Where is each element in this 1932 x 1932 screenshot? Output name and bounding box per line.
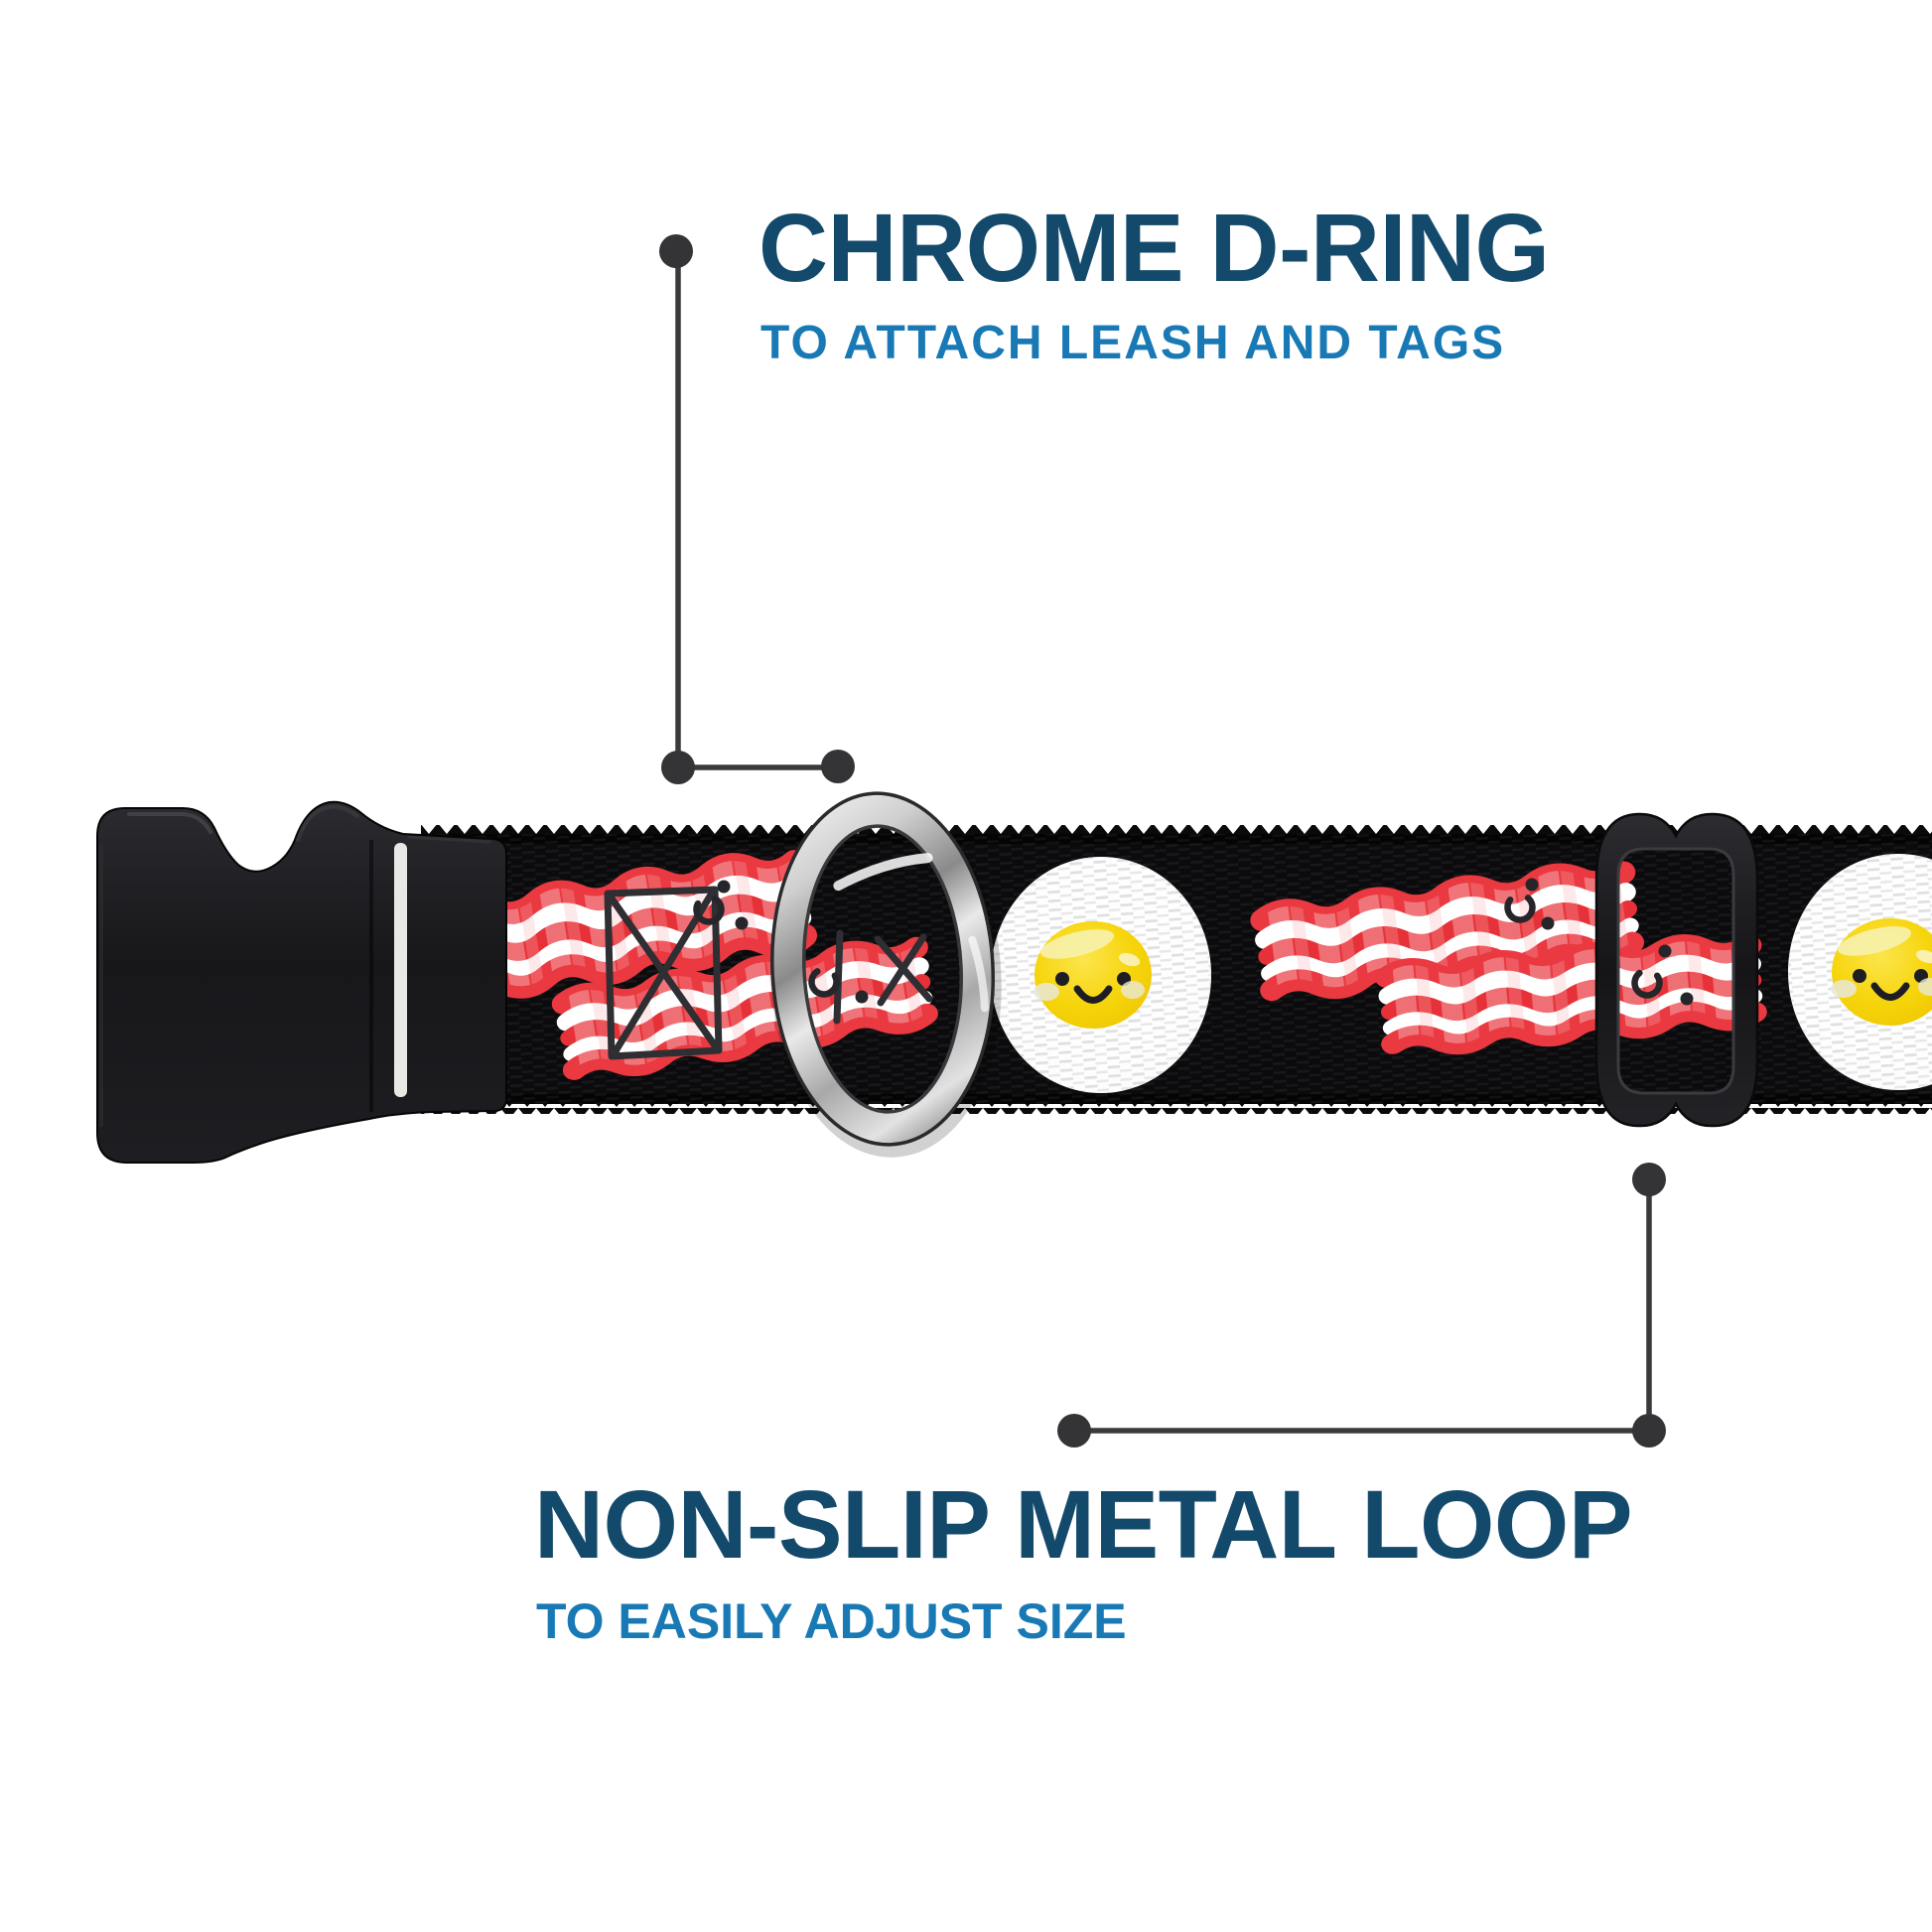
- callout-top-dot-end: [821, 750, 855, 783]
- chrome-d-ring: [730, 791, 1035, 1158]
- callout-bottom-title: NON-SLIP METAL LOOP: [534, 1470, 1633, 1579]
- callout-bottom-subtitle: TO EASILY ADJUST SIZE: [536, 1593, 1127, 1649]
- side-release-buckle: [96, 800, 507, 1164]
- callout-bottom-dot-start: [1632, 1163, 1666, 1196]
- bacon-pair-left: [441, 836, 933, 1087]
- bacon-face-left-top: [692, 880, 749, 930]
- callout-top-subtitle: TO ATTACH LEASH AND TAGS: [760, 317, 1506, 369]
- bacon-face-left-bottom: [807, 965, 869, 1004]
- bacon-face-right-top: [1502, 878, 1555, 930]
- callout-bottom-dot-corner: [1632, 1414, 1666, 1448]
- callout-top-dot-corner: [661, 751, 695, 784]
- collar: [96, 791, 1932, 1164]
- callout-bottom-pointer: [1057, 1163, 1666, 1448]
- buckle-slot: [394, 843, 407, 1097]
- bacon-pair-right: [1256, 848, 1761, 1061]
- fried-egg-left: [991, 857, 1211, 1093]
- callout-top-dot-start: [659, 234, 693, 268]
- callout-bottom-dot-end: [1057, 1414, 1091, 1448]
- callout-top-pointer: [659, 234, 855, 784]
- bacon-face-right-bottom: [1630, 944, 1694, 1006]
- metal-adjuster-loop: [1594, 812, 1759, 1128]
- callout-top-title: CHROME D-RING: [759, 194, 1550, 302]
